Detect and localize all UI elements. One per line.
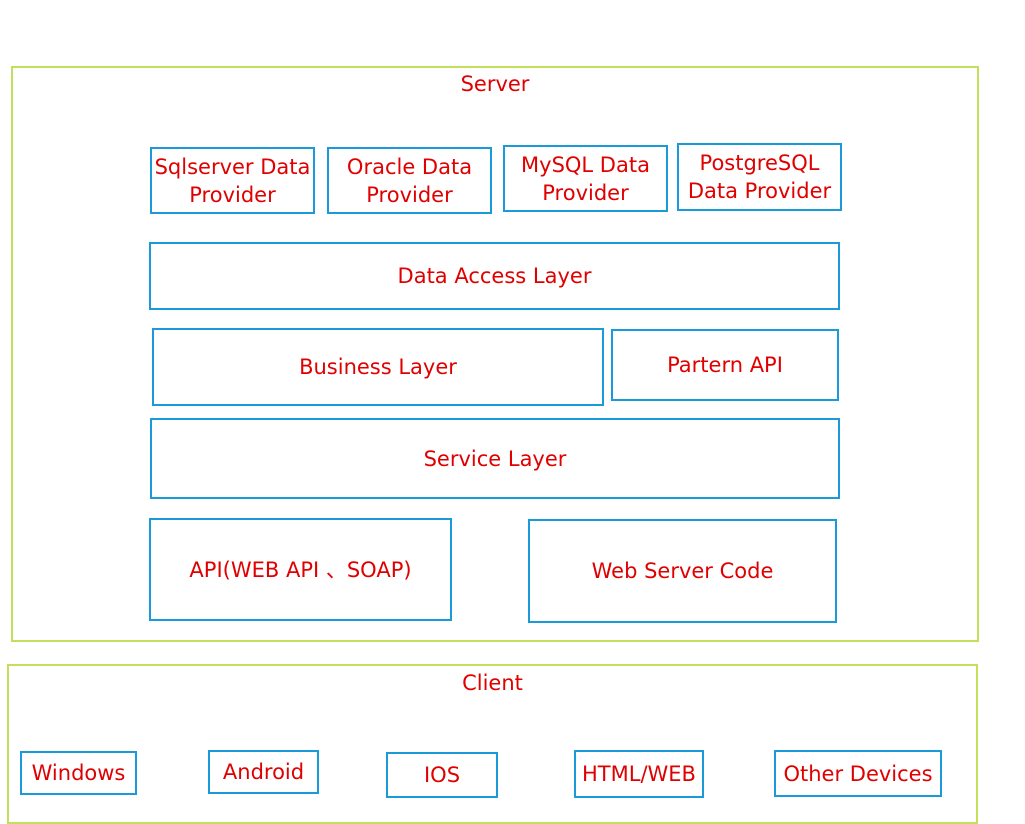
web-server-code: Web Server Code xyxy=(528,519,837,623)
api-box: API(WEB API 、SOAP) xyxy=(149,518,452,621)
service-layer: Service Layer xyxy=(150,418,840,499)
client-group: Client xyxy=(7,664,978,824)
device-other: Other Devices xyxy=(774,750,942,797)
data-access-layer: Data Access Layer xyxy=(149,242,840,310)
client-title: Client xyxy=(462,671,523,695)
device-ios: IOS xyxy=(386,752,498,798)
device-html-web: HTML/WEB xyxy=(574,750,704,798)
server-group: Server xyxy=(11,66,979,642)
partern-api: Partern API xyxy=(611,329,839,401)
device-windows: Windows xyxy=(20,751,137,795)
business-layer: Business Layer xyxy=(152,328,604,406)
server-title: Server xyxy=(460,72,530,96)
device-android: Android xyxy=(208,750,319,794)
